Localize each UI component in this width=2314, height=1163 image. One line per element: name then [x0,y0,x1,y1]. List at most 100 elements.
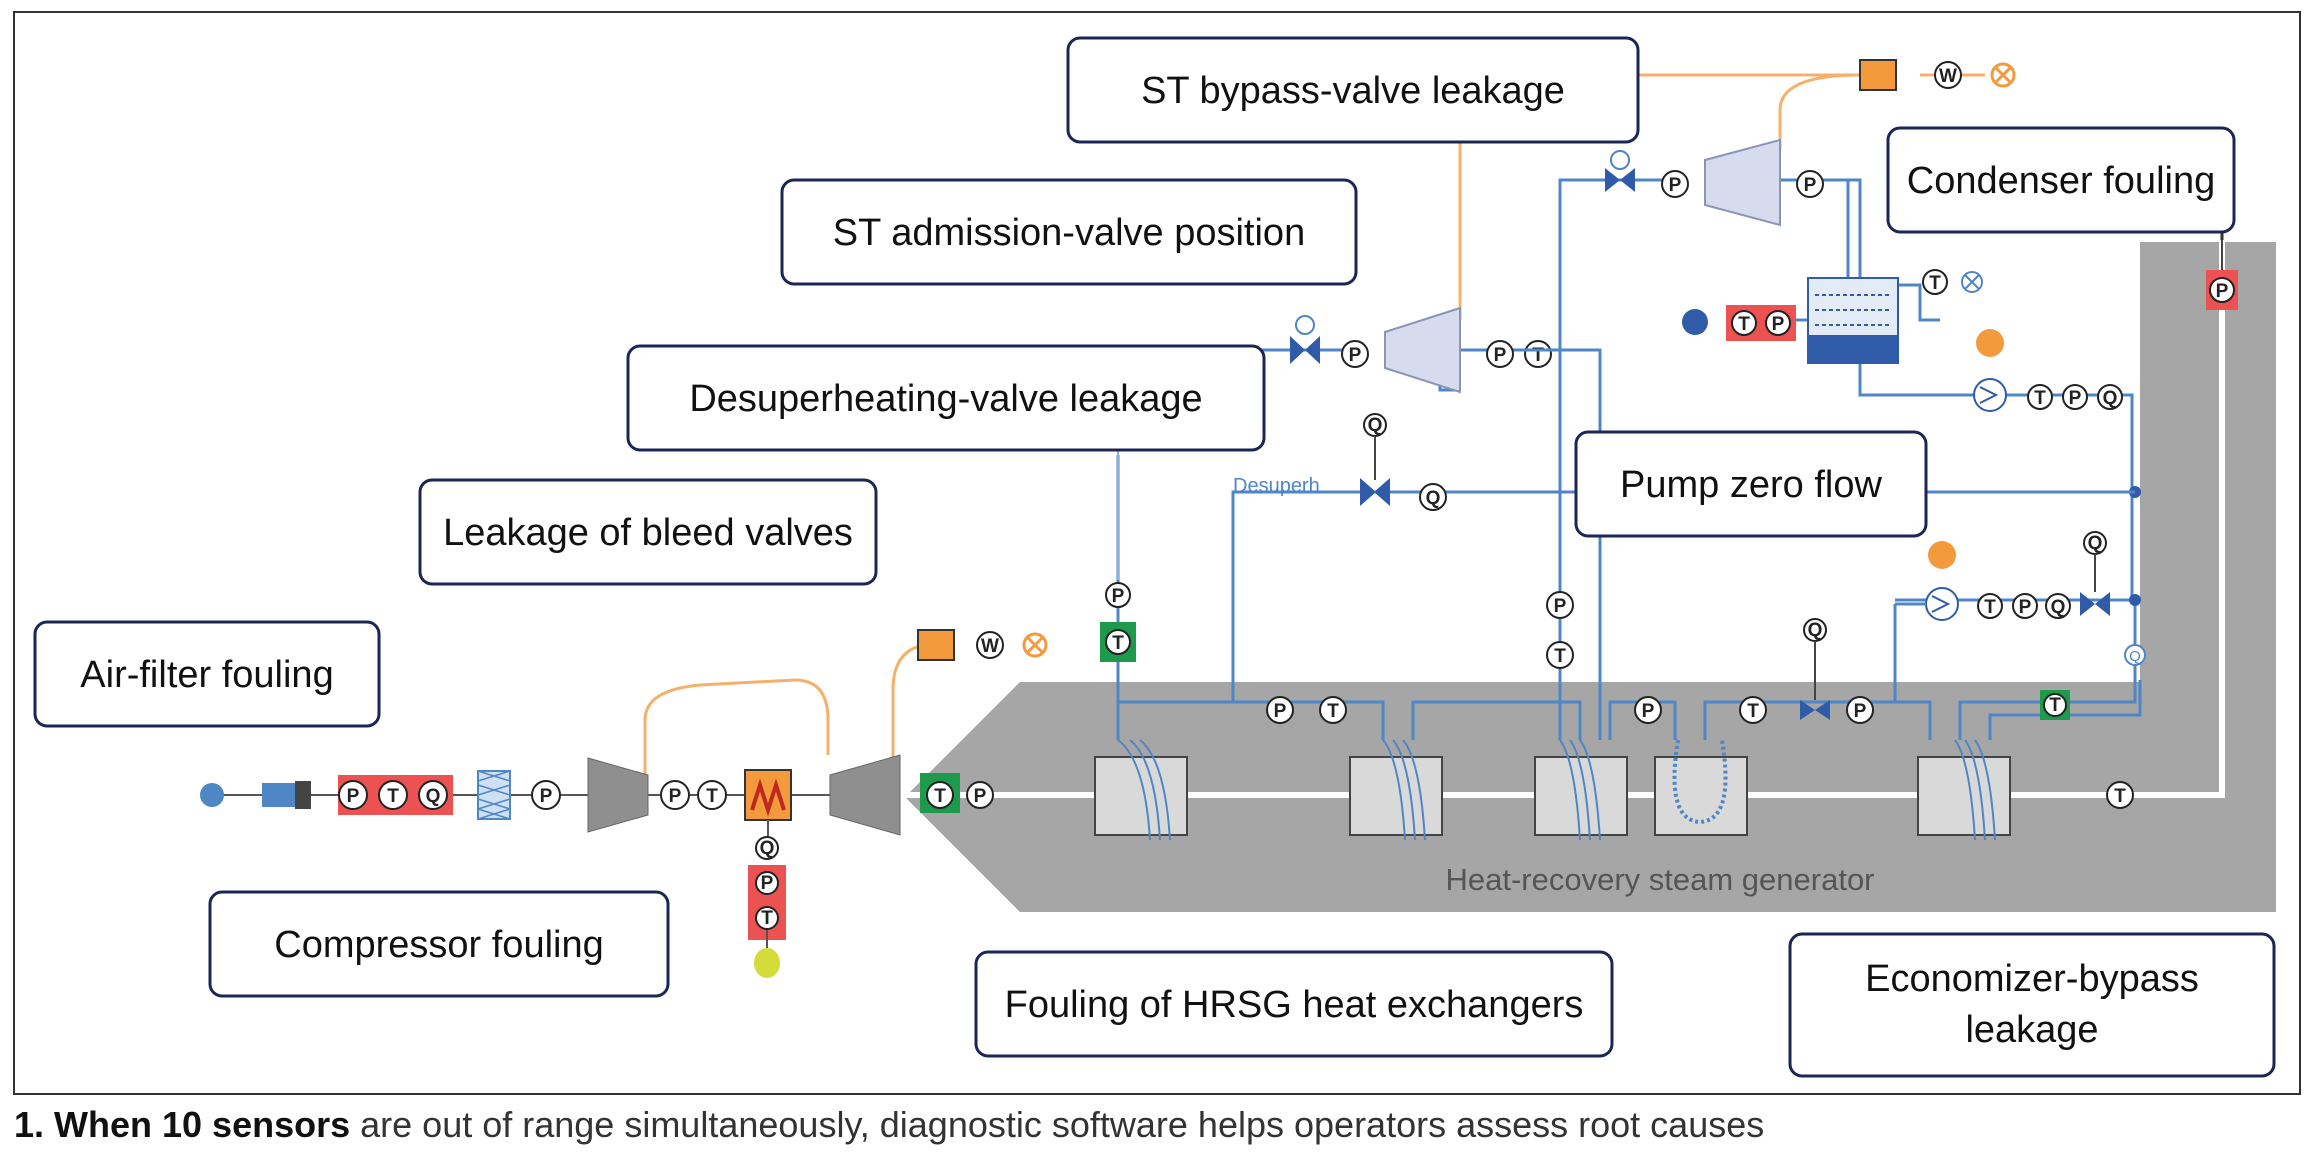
heat-exchanger-3 [1534,739,1628,841]
svg-text:P: P [1349,345,1362,366]
svg-text:T: T [1747,701,1759,722]
generator-icon-st [1859,59,1897,91]
generator-icon-gt [917,629,955,661]
sensor-t-stack: T [2106,781,2134,809]
sensor-p-compressor-out: P [660,780,690,810]
svg-text:Q: Q [1808,620,1823,641]
svg-text:T: T [2049,695,2061,716]
sensor-p-condensate: P [2062,384,2088,410]
svg-text:Compressor fouling: Compressor fouling [274,924,603,966]
svg-text:Q: Q [426,786,441,807]
svg-text:P: P [1494,345,1507,366]
svg-text:T: T [2034,388,2046,409]
svg-text:ST bypass-valve leakage: ST bypass-valve leakage [1141,70,1565,112]
svg-text:Q: Q [2103,388,2118,409]
svg-text:T: T [1532,345,1544,366]
fuel-source-icon [754,948,780,978]
sensor-t-hp-steam: T [1319,696,1347,724]
svg-text:P: P [347,786,360,807]
sensor-t-cooling-in: T [1731,310,1757,336]
condenser-tubes [1815,294,1890,326]
svg-text:Q: Q [2051,597,2066,618]
svg-text:leakage: leakage [1965,1009,2098,1051]
svg-text:Q: Q [1368,415,1383,436]
cooling-outlet-icon [1961,271,1983,293]
sensor-q-feedwater-valve: Q [2083,531,2107,555]
mesh-lines [477,770,511,820]
svg-text:P: P [1274,701,1287,722]
filter-housing-icon [295,781,311,809]
svg-text:T: T [1112,633,1124,654]
sensor-p-hrsg-mid: P [1634,696,1662,724]
sensor-p-cooling-in: P [1765,310,1791,336]
svg-text:P: P [1642,701,1655,722]
svg-text:T: T [1738,314,1750,335]
svg-text:P: P [2069,388,2082,409]
caption-bold: 1. When 10 sensors [14,1104,351,1145]
hrsg-label: Heat-recovery steam generator [1445,862,1874,897]
svg-text:P: P [1669,175,1682,196]
svg-text:Air-filter fouling: Air-filter fouling [80,654,333,696]
valve-actuator-icon [1610,150,1630,170]
admission-valve-icon [1290,336,1320,364]
svg-text:P: P [540,786,553,807]
condensate-pump-icon [1973,378,2007,412]
svg-text:T: T [706,786,718,807]
sensor-p-stack: P [2209,277,2235,303]
svg-text:T: T [934,786,946,807]
sensor-p-st-exhaust: P [1486,340,1514,368]
sensor-q-feedwater: Q [2124,644,2146,666]
svg-text:Q: Q [2129,648,2141,665]
st-bypass-valve-icon [1605,168,1635,192]
sensor-t-condensate: T [2027,384,2053,410]
fault-label-air-filter: Air-filter fouling [33,620,381,728]
svg-text:Pump zero flow: Pump zero flow [1620,464,1882,506]
sensor-t-cooling-out: T [1922,269,1948,295]
fault-label-desuperheating: Desuperheating-valve leakage [626,344,1266,452]
sensor-p-gt-exhaust: P [966,781,994,809]
stack [2130,225,2225,798]
gas-turbine-icon [829,754,901,836]
drum-heat-exchanger [1654,739,1748,836]
svg-text:Economizer-bypass: Economizer-bypass [1865,958,2199,1000]
svg-text:P: P [2019,597,2032,618]
sensor-w-st: W [1934,61,1962,89]
steam-turbine-lp-icon [1704,138,1781,227]
sensor-p-lp: P [1546,591,1574,619]
condenser-hotwell [1808,335,1898,363]
pump-motor-icon-1 [1976,329,2004,357]
svg-text:P: P [1554,596,1567,617]
sensor-t-lp: T [1546,641,1574,669]
svg-text:T: T [761,908,773,929]
svg-text:Leakage of bleed valves: Leakage of bleed valves [443,512,853,554]
svg-text:P: P [1854,701,1867,722]
svg-text:Q: Q [760,838,775,859]
sensor-t-desuperheater: T [1105,629,1131,655]
sensor-t-drum: T [1739,696,1767,724]
valve-actuator-icon [1295,315,1315,335]
svg-text:P: P [1112,586,1125,607]
hrsg-body [905,242,2276,912]
fault-label-compressor: Compressor fouling [208,890,670,998]
fault-label-hrsg-hx: Fouling of HRSG heat exchangers [974,950,1614,1058]
feedwater-valve-icon [2080,592,2110,616]
compressor-icon [587,757,649,833]
svg-text:W: W [1939,66,1957,87]
sensor-t-fuel: T [755,906,779,930]
svg-text:Fouling of HRSG heat exchanger: Fouling of HRSG heat exchangers [1005,984,1584,1026]
grid-icon-gt [1022,632,1048,658]
fault-label-st-bypass: ST bypass-valve leakage [1066,36,1640,144]
fault-label-bleed: Leakage of bleed valves [418,478,878,586]
svg-text:Desuperheating-valve leakage: Desuperheating-valve leakage [689,378,1202,420]
sensor-p-drum: P [1846,696,1874,724]
fault-label-pump: Pump zero flow [1574,430,1928,538]
sensor-q-condensate: Q [2097,384,2123,410]
heat-exchanger-economizer [1917,739,2011,841]
cooling-water-source-icon [1682,309,1708,335]
pump-motor-icon-2 [1928,541,1956,569]
sensor-p-bypass: P [1661,170,1689,198]
svg-text:T: T [1929,273,1941,294]
svg-text:T: T [1327,701,1339,722]
sensor-t-gt-exhaust: T [926,781,954,809]
